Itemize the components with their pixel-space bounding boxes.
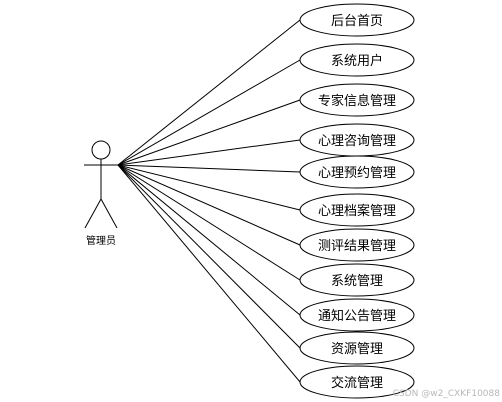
use-case-uc-system-users[interactable]: 系统用户 — [299, 43, 415, 77]
use-case-uc-records[interactable]: 心理档案管理 — [299, 193, 415, 227]
use-case-ellipse — [299, 193, 415, 227]
association-line-uc-system-users — [117, 59, 301, 166]
use-case-label: 资源管理 — [331, 342, 383, 357]
association-line-uc-communication — [117, 164, 301, 383]
association-lines — [117, 19, 301, 383]
actor-label: 管理员 — [86, 234, 116, 247]
association-line-uc-records — [117, 164, 301, 211]
use-case-uc-resources[interactable]: 资源管理 — [299, 331, 415, 365]
use-case-ellipse — [299, 3, 415, 37]
use-case-uc-expert-info[interactable]: 专家信息管理 — [299, 83, 415, 117]
use-case-label: 后台首页 — [331, 14, 383, 29]
use-case-ellipse — [299, 228, 415, 262]
use-case-ellipse — [299, 155, 415, 189]
use-case-uc-counseling[interactable]: 心理咨询管理 — [299, 123, 415, 157]
use-case-list: 后台首页系统用户专家信息管理心理咨询管理心理预约管理心理档案管理测评结果管理系统… — [299, 3, 415, 399]
watermark: CSDN @w2_CXKF10088 — [393, 389, 501, 399]
actor-left-leg — [84, 198, 102, 229]
use-case-uc-dashboard[interactable]: 后台首页 — [299, 3, 415, 37]
use-case-uc-notices[interactable]: 通知公告管理 — [299, 298, 415, 332]
association-line-uc-counseling — [117, 139, 301, 166]
use-case-ellipse — [299, 263, 415, 297]
actor-right-leg — [100, 198, 118, 229]
use-case-label: 心理预约管理 — [318, 166, 396, 181]
use-case-ellipse — [299, 365, 415, 399]
association-line-uc-test-results — [117, 164, 301, 246]
use-case-uc-appointment[interactable]: 心理预约管理 — [299, 155, 415, 189]
association-line-uc-notices — [117, 164, 301, 316]
actor-head — [91, 140, 111, 160]
use-case-ellipse — [299, 331, 415, 365]
use-case-ellipse — [299, 83, 415, 117]
use-case-ellipse — [299, 298, 415, 332]
association-line-uc-dashboard — [117, 19, 301, 166]
use-case-uc-test-results[interactable]: 测评结果管理 — [299, 228, 415, 262]
use-case-uc-system[interactable]: 系统管理 — [299, 263, 415, 297]
association-line-uc-expert-info — [117, 99, 301, 166]
use-case-label: 心理档案管理 — [318, 204, 396, 219]
use-case-ellipse — [299, 43, 415, 77]
use-case-label: 交流管理 — [331, 375, 383, 391]
use-case-uc-communication[interactable]: 交流管理 — [299, 365, 415, 399]
use-case-label: 通知公告管理 — [318, 308, 396, 324]
association-line-uc-system — [117, 164, 301, 281]
association-line-uc-appointment — [117, 164, 301, 173]
use-case-label: 系统管理 — [331, 274, 383, 289]
use-case-label: 测评结果管理 — [318, 239, 396, 254]
use-case-label: 心理咨询管理 — [318, 134, 396, 149]
use-case-label: 专家信息管理 — [318, 93, 396, 109]
actor-figure: 管理员 — [84, 140, 118, 247]
use-case-label: 系统用户 — [331, 53, 383, 69]
association-line-uc-resources — [117, 164, 301, 349]
